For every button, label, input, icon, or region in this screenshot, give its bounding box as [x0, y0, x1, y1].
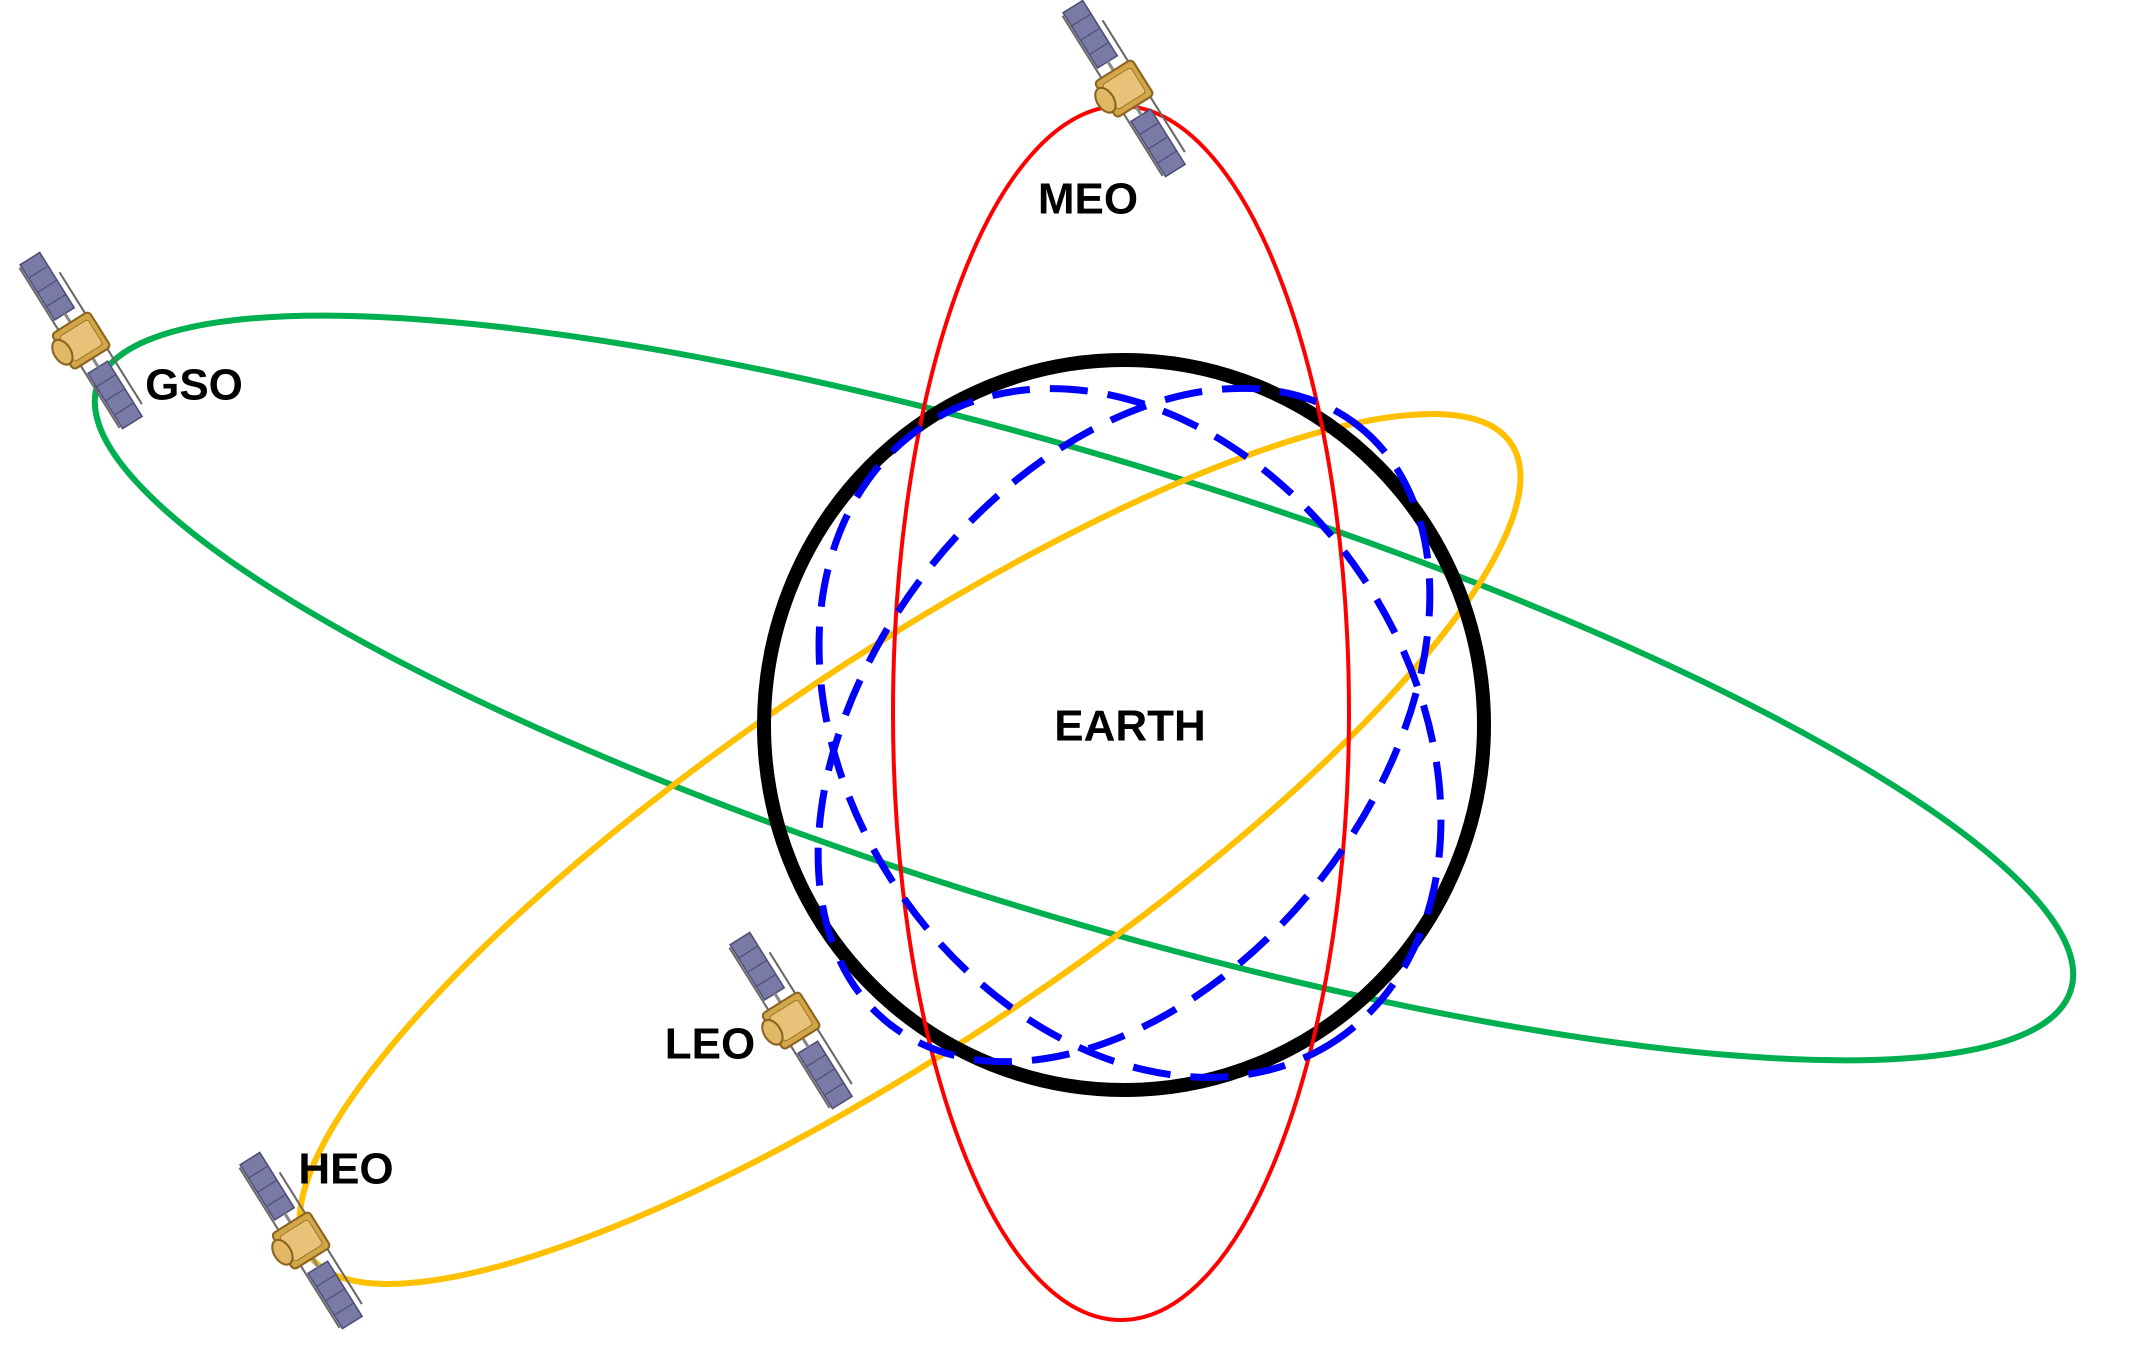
heo-label: HEO	[298, 1145, 393, 1194]
satellite-icon	[3, 245, 153, 440]
leo-orbit	[814, 384, 1445, 1081]
earth-circle	[757, 353, 1491, 1097]
gso-label: GSO	[145, 361, 243, 410]
satellite-icon	[1046, 0, 1196, 188]
leo-label: LEO	[665, 1020, 755, 1069]
heo-orbit	[296, 411, 1524, 1287]
earth-label: EARTH	[1054, 702, 1206, 751]
meo-label: MEO	[1038, 175, 1138, 224]
